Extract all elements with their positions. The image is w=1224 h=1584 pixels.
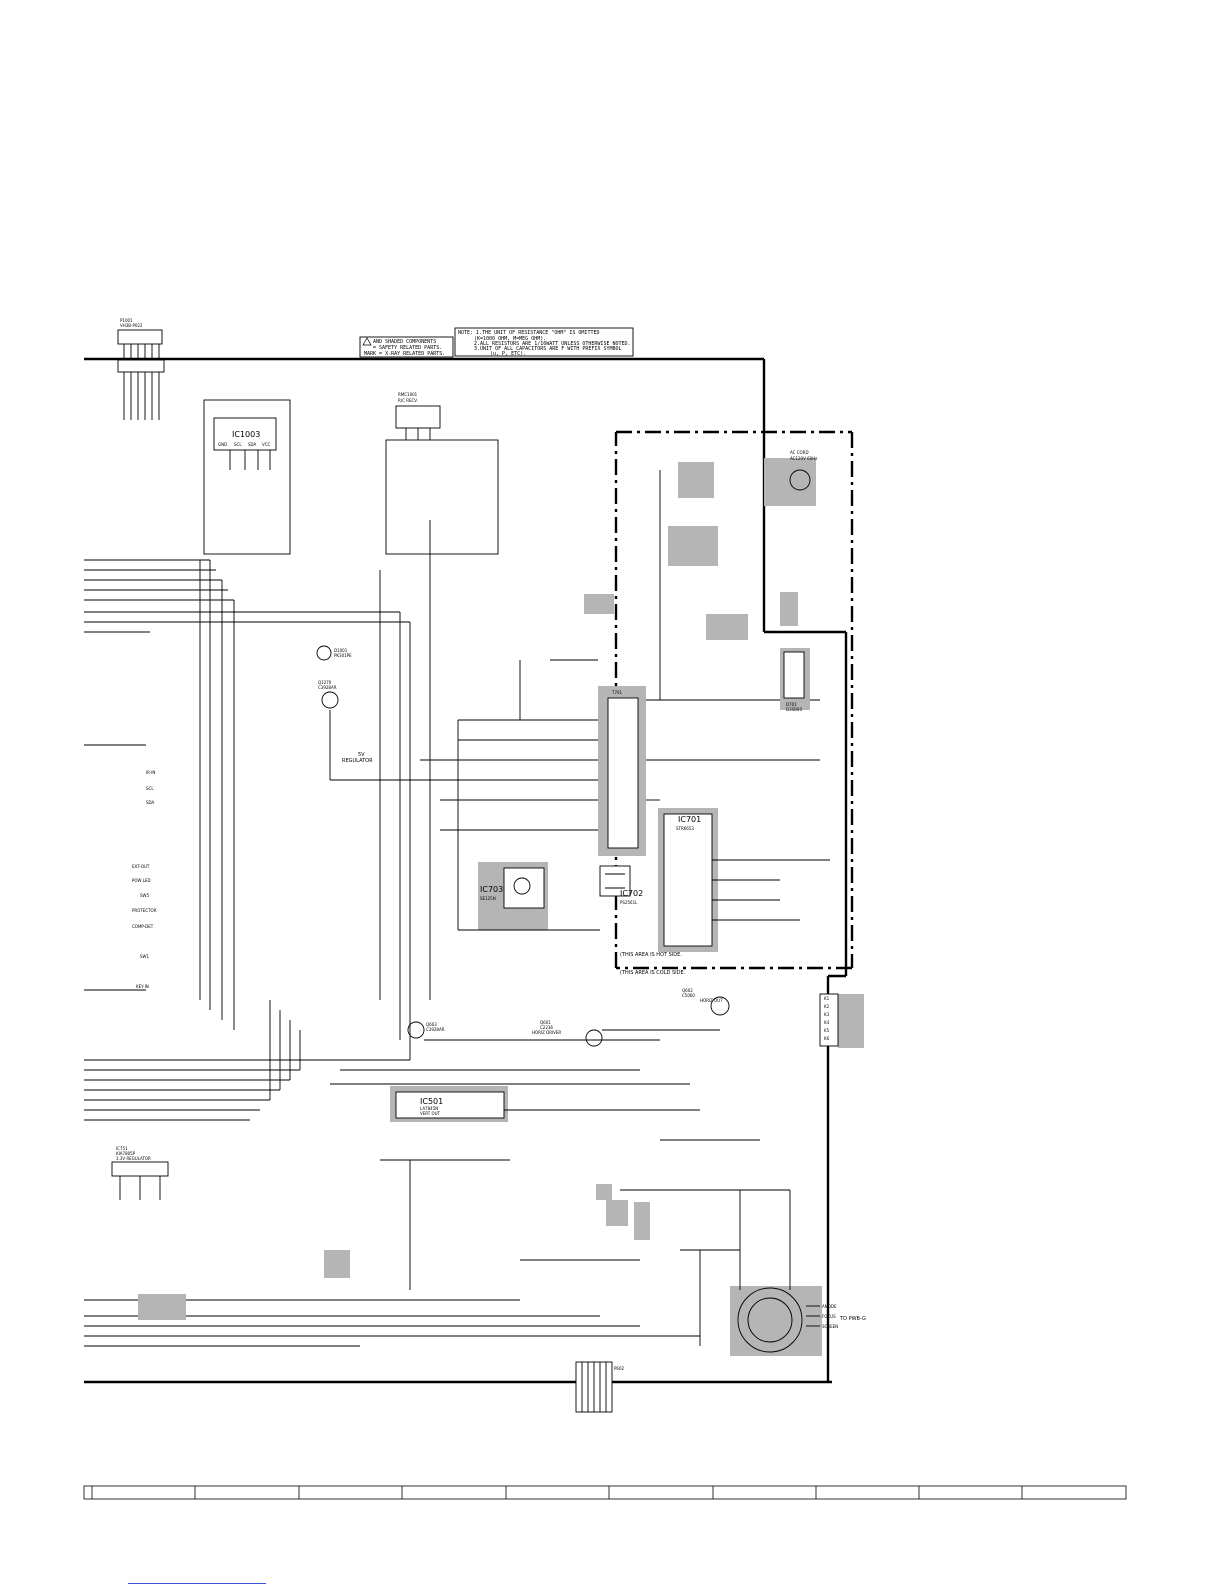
svg-text:AND SHADED COMPONENTS: AND SHADED COMPONENTS (373, 339, 436, 345)
svg-text:IC701: IC701 (678, 815, 701, 824)
svg-text:PK301PE: PK301PE (334, 653, 352, 658)
svg-text:SDA: SDA (146, 800, 155, 805)
q601: Q601 C2236 HORIZ DRIVER (532, 1020, 603, 1047)
svg-text:SE125N: SE125N (480, 896, 496, 901)
ic703: IC703 SE125N (478, 862, 548, 930)
svg-text:P1001: P1001 (120, 318, 133, 323)
t701-transformer: T701 (598, 686, 820, 856)
svg-text:C3928AR: C3928AR (318, 685, 337, 690)
svg-text:SW1: SW1 (140, 954, 149, 959)
svg-text:RMC1001: RMC1001 (398, 392, 418, 397)
connector-p1001: P1001 VH3B-P022 (117, 318, 165, 420)
cold-side-label: (THIS AREA IS COLD SIDE. (620, 970, 686, 976)
ic1003: IC1003 GND SCL SDA VCC (203, 399, 291, 555)
svg-text:IR-IN: IR-IN (146, 770, 155, 775)
svg-text:KIA7805P: KIA7805P (116, 1151, 136, 1156)
svg-text:SCL: SCL (146, 786, 154, 791)
svg-text:VH3B-P022: VH3B-P022 (120, 323, 143, 328)
svg-text:C5060: C5060 (682, 993, 695, 998)
svg-text:P602: P602 (614, 1366, 625, 1371)
d701-bridge: D701 D3SB60 (780, 648, 810, 712)
bottom-left-parts (138, 1184, 650, 1320)
svg-text:PS2561L: PS2561L (620, 900, 638, 905)
svg-text:K3: K3 (824, 1012, 830, 1017)
svg-text:Q1270: Q1270 (318, 680, 332, 685)
svg-text:IC1003: IC1003 (232, 430, 260, 439)
svg-text:REGULATOR: REGULATOR (342, 758, 373, 764)
svg-text:POW LED: POW LED (132, 878, 151, 883)
svg-text:IC501: IC501 (420, 1097, 443, 1106)
svg-text:ANODE: ANODE (822, 1304, 837, 1309)
note-line-2: (K=1000 OHM, M=MEG OHM). (474, 336, 546, 342)
crt-socket: ANODE FOCUS SCREEN TO PWB-G (730, 1286, 866, 1356)
svg-text:VERT OUT: VERT OUT (420, 1111, 441, 1116)
left-signal-bus: IR-IN SCL SDA EXT-OUT POW LED SW5 PROTEC… (84, 559, 700, 1347)
svg-text:IC702: IC702 (620, 889, 643, 898)
svg-text:Q601: Q601 (540, 1020, 551, 1025)
svg-text:C2236: C2236 (540, 1025, 553, 1030)
ic751: IC751 KIA7805P 3.3V REGULATOR (111, 1146, 169, 1200)
power-wiring (420, 470, 661, 1000)
svg-text:FOCUS: FOCUS (822, 1314, 836, 1319)
note-line-1: NOTE: 1.THE UNIT OF RESISTANCE "OHM" IS … (458, 330, 599, 336)
svg-text:GND: GND (218, 442, 227, 447)
q603: Q603 C3928AR (407, 1021, 445, 1039)
regulator-5v: D1001 PK301PE Q1270 C3928AR 5V REGULATOR (316, 645, 420, 781)
note-line-3: 2.ALL RESISTORS ARE 1/16WATT UNLESS OTHE… (474, 341, 631, 347)
q602: Q602 C5060 HORIZ OUT (682, 988, 730, 1016)
zone-strip (83, 1485, 1127, 1500)
svg-text:= SAFETY RELATED PARTS.: = SAFETY RELATED PARTS. (373, 345, 442, 351)
svg-text:AC120V 60Hz: AC120V 60Hz (790, 456, 817, 461)
ic701: IC701 STR6653 (658, 808, 830, 952)
ic702: IC702 PS2561L (599, 865, 643, 905)
svg-text:Q602: Q602 (682, 988, 693, 993)
svg-text:AC CORD: AC CORD (790, 450, 809, 455)
svg-text:LA7845N: LA7845N (420, 1106, 438, 1111)
warning-triangle-icon (362, 337, 372, 346)
svg-text:SW5: SW5 (140, 893, 149, 898)
ic501: IC501 LA7845N VERT OUT (390, 1086, 508, 1122)
svg-text:D701: D701 (786, 702, 797, 707)
svg-text:HORIZ DRIVER: HORIZ DRIVER (532, 1030, 561, 1035)
svg-text:EXT-OUT: EXT-OUT (132, 864, 150, 869)
svg-text:KEY-IN: KEY-IN (136, 984, 149, 989)
svg-text:R/C RECV.: R/C RECV. (398, 398, 418, 403)
svg-text:Q603: Q603 (426, 1022, 437, 1027)
ac-inlet: AC CORD AC120V 60Hz (584, 450, 817, 640)
notes-block: NOTE: 1.THE UNIT OF RESISTANCE "OHM" IS … (359, 327, 634, 358)
svg-text:D1001: D1001 (334, 648, 348, 653)
svg-text:VCC: VCC (262, 442, 271, 447)
svg-text:IC703: IC703 (480, 885, 503, 894)
svg-text:PROTECTOR: PROTECTOR (132, 908, 157, 913)
svg-text:SDA: SDA (248, 442, 257, 447)
fbt-connector: K1 K2 K3 K4 K5 K6 (819, 993, 864, 1048)
svg-text:STR6653: STR6653 (676, 826, 694, 831)
connector-p602: P602 (575, 1361, 625, 1413)
note-line-4: 3.UNIT OF ALL CAPACITORS ARE F WITH PREF… (474, 346, 622, 352)
hot-side-label: (THIS AREA IS HOT SIDE. (620, 952, 682, 958)
deflection-wiring (330, 1029, 791, 1346)
rmc1001: RMC1001 R/C RECV. (385, 392, 499, 555)
svg-text:HORIZ OUT: HORIZ OUT (700, 998, 723, 1003)
hot-side-area: (THIS AREA IS HOT SIDE. (THIS AREA IS CO… (614, 430, 854, 976)
note-line-5: (u, P, ETC). (490, 351, 526, 357)
svg-text:K1: K1 (824, 996, 830, 1001)
signal-lines (84, 559, 700, 1347)
svg-text:D3SB60: D3SB60 (786, 707, 802, 712)
svg-text:SCREEN: SCREEN (822, 1324, 838, 1329)
svg-text:K6: K6 (824, 1036, 830, 1041)
svg-text:K4: K4 (824, 1020, 830, 1025)
svg-text:T701: T701 (611, 690, 623, 695)
svg-text:SCL: SCL (234, 442, 242, 447)
svg-text:K5: K5 (824, 1028, 830, 1033)
svg-text:K2: K2 (824, 1004, 830, 1009)
svg-text:IC751: IC751 (116, 1146, 128, 1151)
svg-text:MARK = X-RAY RELATED PARTS.: MARK = X-RAY RELATED PARTS. (364, 351, 445, 357)
svg-text:C3928AR: C3928AR (426, 1027, 445, 1032)
svg-text:3.3V REGULATOR: 3.3V REGULATOR (116, 1156, 151, 1161)
svg-text:COMP-DET: COMP-DET (132, 924, 154, 929)
svg-text:TO PWB-G: TO PWB-G (839, 1316, 866, 1322)
svg-text:5V: 5V (358, 752, 365, 758)
